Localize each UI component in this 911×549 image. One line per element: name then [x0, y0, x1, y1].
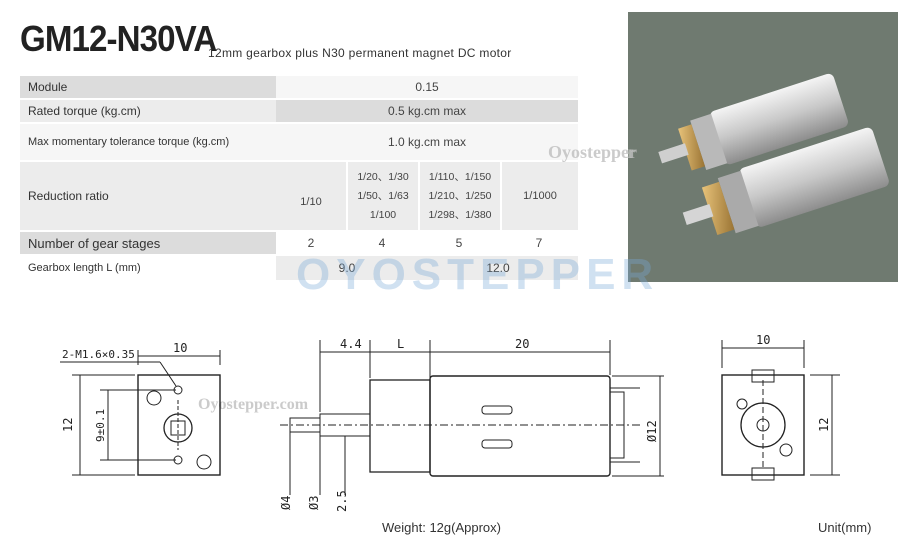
reduction-c2-line: 1/50、1/63 [357, 189, 409, 202]
left-width-dim: 10 [173, 341, 187, 355]
text-watermark: Oyostepper [548, 142, 637, 162]
stages-v2: 4 [346, 232, 418, 256]
reduction-c2-line: 1/20、1/30 [357, 170, 409, 183]
shaft-dia-2: Ø3 [307, 496, 321, 510]
length-label: Gearbox length L (mm) [20, 256, 276, 282]
motor-photo-illustration: Oyostepper [546, 73, 889, 236]
length-v2: 12.0 [418, 256, 578, 282]
technical-drawing: 10 2-M1.6×0.35 12 9±0.1 4.4 L 20 Ø4 Ø3 2… [60, 333, 840, 512]
module-value: 0.15 [276, 76, 578, 100]
weight-note: Weight: 12g(Approx) [382, 520, 501, 535]
stages-v3: 5 [418, 232, 500, 256]
product-title: GM12-N30VA [20, 18, 217, 59]
left-height-dim: 12 [61, 418, 75, 432]
reduction-c3-line: 1/110、1/150 [428, 170, 492, 183]
reduction-c1: 1/10 [276, 162, 346, 232]
reduction-label: Reduction ratio [20, 162, 276, 232]
reduction-c2: 1/20、1/30 1/50、1/63 1/100 [346, 162, 418, 232]
torque-label: Rated torque (kg.cm) [20, 100, 276, 124]
holes-dim: 2-M1.6×0.35 [62, 348, 135, 361]
side-dim-1: 4.4 [340, 337, 362, 351]
rear-view: 10 12 [721, 333, 840, 481]
product-photo: Oyostepper [546, 12, 898, 282]
max-torque-value: 1.0 kg.cm max [276, 124, 578, 162]
module-label: Module [20, 76, 276, 100]
rear-height-dim: 12 [817, 418, 831, 432]
front-view-left: 10 2-M1.6×0.35 12 9±0.1 [60, 341, 221, 476]
length-v1: 9.0 [276, 256, 418, 282]
side-dim-L: L [397, 337, 404, 351]
shaft-length: 2.5 [335, 490, 349, 512]
side-view: 4.4 L 20 Ø4 Ø3 2.5 Ø12 [279, 337, 664, 512]
reduction-c3-line: 1/298、1/380 [428, 208, 492, 221]
side-dim-3: 20 [515, 337, 529, 351]
url-watermark: Oyostepper.com [198, 396, 309, 413]
torque-value: 0.5 kg.cm max [276, 100, 578, 124]
shaft-dia-1: Ø4 [279, 496, 293, 510]
stages-v4: 7 [500, 232, 578, 256]
unit-note: Unit(mm) [818, 520, 872, 535]
hole-pitch-dim: 9±0.1 [94, 409, 107, 442]
stages-label: Number of gear stages [20, 232, 276, 256]
reduction-c3-line: 1/210、1/250 [428, 189, 492, 202]
body-dia: Ø12 [645, 420, 659, 442]
max-torque-label: Max momentary tolerance torque (kg.cm) [20, 124, 276, 162]
reduction-c2-line: 1/100 [369, 208, 397, 221]
logo-watermark: OYOSTEPPER [296, 250, 660, 299]
stages-v1: 2 [276, 232, 346, 256]
product-subtitle: 12mm gearbox plus N30 permanent magnet D… [208, 46, 512, 60]
reduction-c3: 1/110、1/150 1/210、1/250 1/298、1/380 [418, 162, 500, 232]
rear-width-dim: 10 [756, 333, 770, 347]
spec-table: Module 0.15 Rated torque (kg.cm) 0.5 kg.… [20, 76, 578, 282]
reduction-c4: 1/1000 [500, 162, 578, 232]
